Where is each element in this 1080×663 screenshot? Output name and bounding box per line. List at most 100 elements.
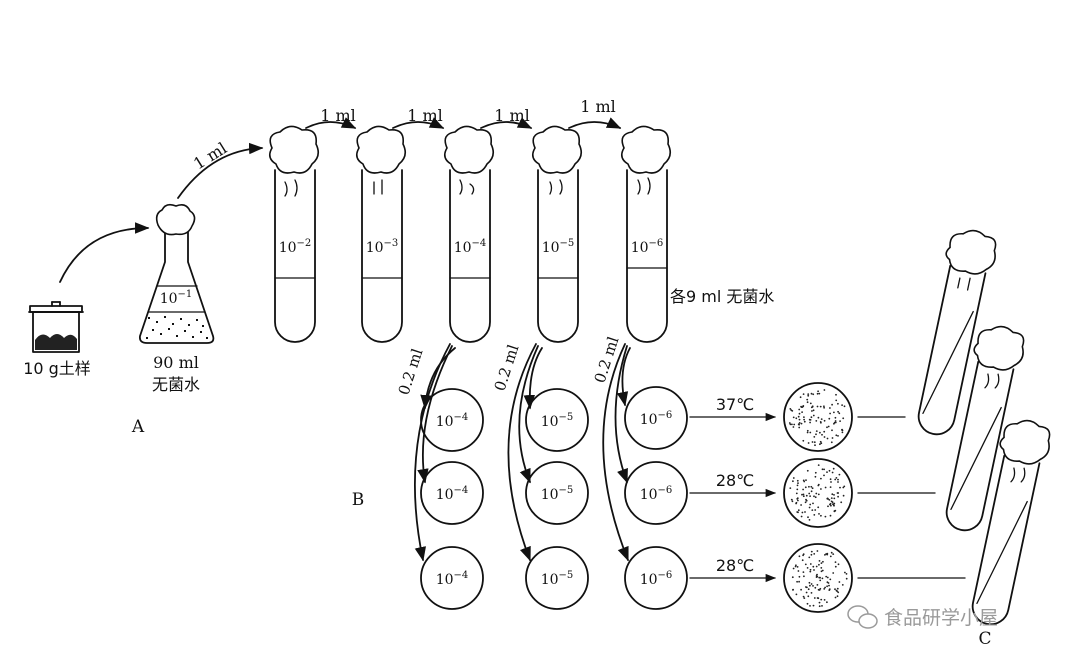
colony-dot: [806, 567, 809, 569]
colony-dot: [832, 553, 835, 555]
colony-plate-2: [783, 458, 853, 528]
section-b-label: B: [352, 490, 365, 510]
colony-dot: [823, 474, 825, 477]
colony-dot: [837, 481, 839, 483]
colony-dot: [809, 503, 812, 506]
incubation-temp-2: 28℃: [716, 471, 754, 490]
plate-label-1a: 10−4: [436, 412, 469, 430]
colony-dot: [839, 486, 841, 489]
colony-dot: [837, 591, 840, 594]
colony-dot: [817, 464, 820, 466]
colony-dot: [805, 494, 808, 497]
colony-dot: [836, 492, 839, 494]
colony-dot: [821, 577, 824, 580]
colony-dot: [812, 604, 815, 607]
colony-dot: [835, 434, 838, 437]
colony-dot: [829, 478, 832, 481]
colony-dot: [837, 495, 839, 498]
colony-dot: [820, 514, 822, 517]
colony-dot: [812, 393, 815, 396]
colony-dot: [809, 605, 811, 607]
colony-dot: [831, 501, 834, 504]
colony-dot: [833, 510, 836, 512]
colony-dot: [813, 436, 816, 438]
plating-volume-1: 0.2 ml: [395, 346, 427, 397]
colony-dot: [823, 430, 826, 433]
colony-dot: [832, 572, 835, 574]
colony-dot: [813, 441, 816, 444]
colony-dot: [829, 555, 832, 558]
colony-dot: [817, 416, 820, 419]
colony-dot: [811, 487, 814, 490]
incubation-temp-3: 28℃: [716, 556, 754, 575]
slant-tube-2: [945, 325, 1025, 532]
colony-dot: [814, 471, 817, 474]
colony-dot: [788, 422, 791, 424]
colony-dot: [830, 441, 833, 444]
colony-dot: [789, 423, 792, 426]
colony-dot: [808, 556, 811, 559]
colony-dot: [842, 494, 845, 497]
soil-sample-container: [28, 301, 84, 353]
colony-dot: [795, 502, 797, 505]
colony-dot: [819, 421, 822, 423]
colony-dot: [802, 493, 805, 496]
colony-dot: [813, 495, 815, 498]
colony-dot: [841, 404, 843, 406]
colony-dot: [796, 580, 798, 583]
colony-dot: [834, 416, 837, 419]
colony-dot: [812, 565, 815, 568]
colony-dot: [829, 578, 832, 581]
arrow-tube-3-to-4: [480, 117, 533, 129]
colony-dot: [834, 588, 836, 591]
arrow-tube-1-to-2: [305, 117, 357, 129]
colony-dot: [829, 407, 831, 409]
colony-dot: [830, 551, 833, 554]
colony-dot: [831, 403, 833, 406]
colony-dot: [829, 514, 832, 517]
colony-dot: [823, 436, 826, 438]
colony-dot: [833, 502, 836, 505]
colony-dot: [815, 492, 818, 495]
colony-dot: [845, 577, 848, 580]
colony-dot: [815, 420, 818, 422]
plate-grid: [420, 386, 688, 610]
colony-dot: [831, 493, 834, 496]
colony-dot: [820, 477, 822, 480]
colony-dot: [809, 421, 811, 424]
colony-dot: [820, 488, 822, 490]
plate-10-6-c: [624, 546, 688, 610]
colony-dot: [830, 497, 833, 499]
colony-dot: [816, 392, 819, 395]
colony-dot: [835, 477, 838, 479]
colony-dot: [840, 501, 843, 504]
colony-dot: [820, 567, 823, 569]
colony-dot: [826, 497, 829, 500]
colony-dot: [831, 437, 834, 439]
flask-concentration: 10−1: [160, 289, 193, 307]
colony-dot: [819, 576, 821, 579]
colony-dot: [818, 392, 821, 395]
colony-dots: [788, 389, 848, 608]
colony-dot: [834, 478, 837, 481]
colony-dot: [835, 393, 837, 396]
colony-dot: [818, 560, 821, 562]
colony-dot: [801, 493, 803, 496]
arrow-soil-to-flask: [59, 222, 150, 283]
colony-dot: [814, 475, 817, 478]
colony-dot: [818, 605, 821, 608]
colony-dot: [820, 442, 823, 445]
colony-dot: [826, 581, 829, 584]
colony-dot: [836, 587, 839, 590]
colony-dot: [806, 602, 809, 605]
colony-dot: [802, 393, 805, 395]
colony-dot: [795, 492, 798, 495]
colony-dot: [841, 431, 844, 434]
arrow-tube-2-to-3: [392, 117, 445, 129]
colony-dot: [825, 575, 828, 578]
colony-dot: [791, 423, 793, 426]
colony-dot: [837, 478, 839, 481]
colony-dot: [832, 467, 835, 470]
colony-dot: [815, 576, 818, 578]
